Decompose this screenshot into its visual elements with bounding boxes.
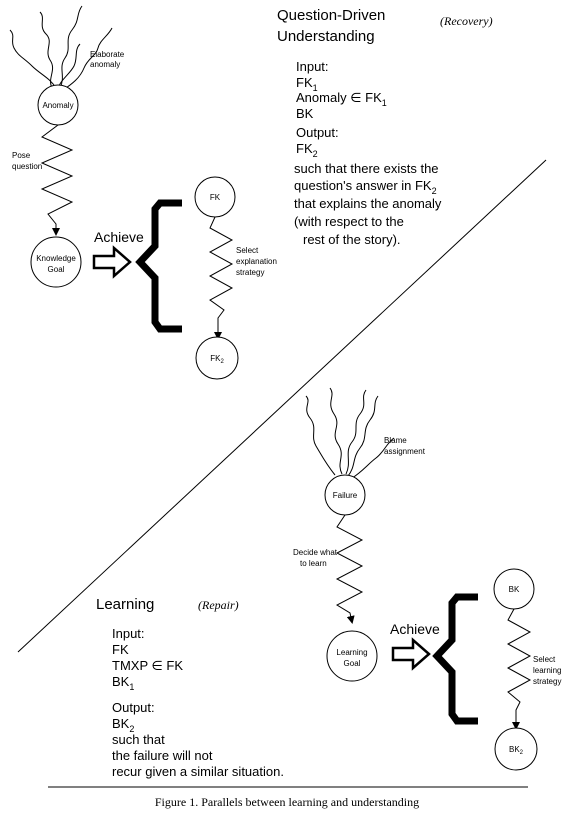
top-achieve-arrow [92,245,132,279]
bottom-input-label: Input: [112,626,145,641]
decide-label-1: Decide what [293,548,338,557]
select-explanation-arrow [208,216,234,340]
bottom-desc-3: recur given a similar situation. [112,764,284,779]
bottom-desc-2: the failure will not [112,748,213,763]
knowledge-goal-label-1: Knowledge [36,254,76,263]
top-input-fk: FK1 [296,75,318,93]
figure-caption: Figure 1. Parallels between learning and… [155,795,419,809]
fk2-node-label: FK2 [210,354,224,365]
top-output-fk: FK2 [296,141,318,159]
top-achieve-label: Achieve [94,229,144,245]
top-mode: (Recovery) [440,14,493,28]
decide-label-2: to learn [300,559,327,568]
blame-label-1: Blame [384,436,407,445]
bottom-achieve-arrow [391,637,431,671]
top-brace [135,199,182,333]
bk2-node-label: BK2 [509,745,524,756]
select-exp-label-2: explanation [236,257,277,266]
elaborate-label-2: anomaly [90,60,120,69]
learning-goal-node [326,630,378,682]
bottom-title: Learning [96,596,154,613]
learning-goal-label-1: Learning [336,648,367,657]
select-exp-label-3: strategy [236,268,264,277]
bottom-mode: (Repair) [198,598,239,612]
decide-what-to-learn-arrow [335,514,364,624]
top-desc-4: (with respect to the [294,214,404,229]
failure-node-label: Failure [333,491,358,500]
bottom-squiggles [305,387,395,479]
anomaly-node-label: Anomaly [42,101,73,110]
bottom-section: Blame assignment Failure Decide what to … [96,387,561,779]
top-input-bk: BK [296,106,314,121]
pose-question-arrow [40,124,74,236]
learning-goal-label-2: Goal [344,659,361,668]
knowledge-goal-node [30,236,82,288]
bottom-output-bk: BK2 [112,716,134,734]
bk2-node [494,727,538,771]
pose-label-1: Pose [12,151,31,160]
top-input-anomaly: Anomaly ∈ FK1 [296,90,387,108]
bottom-input-tmxp: TMXP ∈ FK [112,658,183,673]
select-exp-label-1: Select [236,246,259,255]
bottom-achieve-label: Achieve [390,621,440,637]
select-learn-label-2: learning [533,666,561,675]
top-squiggles [9,5,113,91]
select-learn-label-3: strategy [533,677,561,686]
bottom-input-bk: BK1 [112,674,134,692]
top-input-label: Input: [296,59,329,74]
top-desc-1: such that there exists the [294,161,439,176]
fk2-node [195,336,239,380]
top-desc-2: question's answer in FK2 [294,178,437,196]
top-desc-3: that explains the anomaly [294,196,442,211]
diagonal-divider [17,159,547,653]
top-title-line2: Understanding [277,28,375,45]
top-title-line1: Question-Driven [277,7,385,24]
bottom-input-fk: FK [112,642,129,657]
blame-label-2: assignment [384,447,426,456]
top-section: Question-Driven Understanding (Recovery)… [9,5,493,380]
fk-node-label: FK [210,193,221,202]
bottom-brace [432,593,478,725]
bk-node-label: BK [509,585,520,594]
elaborate-label-1: Elaborate [90,50,125,59]
select-learn-label-1: Select [533,655,556,664]
knowledge-goal-label-2: Goal [48,265,65,274]
pose-label-2: question [12,162,42,171]
bottom-desc-1: such that [112,732,165,747]
top-output-label: Output: [296,125,339,140]
bottom-output-label: Output: [112,700,155,715]
select-learning-arrow [506,608,532,730]
top-desc-5: rest of the story). [303,232,401,247]
